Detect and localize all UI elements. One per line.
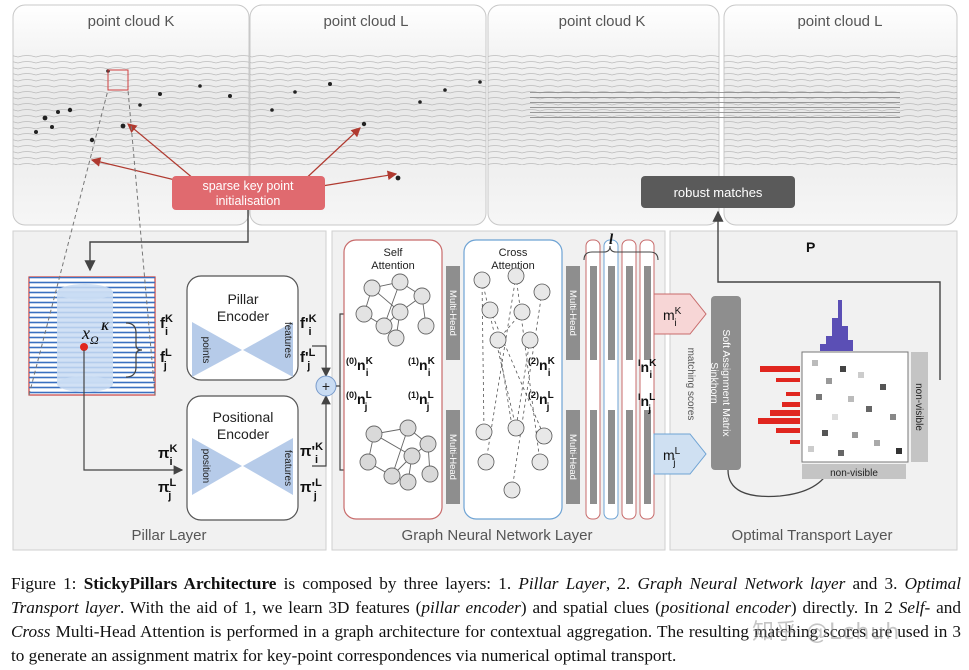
non-visible-right-label: non-visible [913,383,924,431]
multi-head-label-4: Multi-Head [567,434,578,480]
architecture-figure: point cloud K point cloud L point cloud … [12,4,958,551]
watermark: 知乎 @Lchuh [752,620,901,645]
left-histogram [758,366,800,444]
features-label-2: features [282,450,293,486]
self-graph-k [355,273,435,347]
p-matrix-label: P [806,239,815,255]
caption-italic-6: Self- [898,598,931,617]
gnn-layer-title: Graph Neural Network Layer [402,527,593,544]
pillar-layer-title: Pillar Layer [131,527,206,544]
caption-italic-4: pillar encoder [421,598,521,617]
sinkhorn-block [711,296,741,470]
caption-prefix: Figure 1: [11,574,84,593]
m-l-arrow-box [653,433,707,475]
plus-sign: + [322,378,330,394]
caption-italic-7: Cross [11,622,51,641]
multi-head-label-2: Multi-Head [447,434,458,480]
self-graph-l [359,419,439,491]
x-omega-label: xΩK [81,319,110,347]
features-label-1: features [282,322,293,358]
point-cloud-k-label-2: point cloud K [559,13,646,30]
caption-text-4: . With the aid of 1, we learn 3D feature… [120,598,422,617]
multi-head-bar-self-bottom [446,410,460,504]
non-visible-bottom-bar [802,464,906,479]
points-label: points [200,337,211,364]
matching-scores-label: matching scores [685,348,696,421]
caption-text-8: Multi-Head Attention is performed in a g… [11,622,961,665]
ot-layer-title: Optimal Transport Layer [732,527,893,544]
caption-text-1: is composed by three layers: 1. [276,574,519,593]
non-visible-bottom-label: non-visible [830,468,878,479]
multi-head-label-3: Multi-Head [567,290,578,336]
multi-head-label-1: Multi-Head [447,290,458,336]
caption-text-6: ) directly. In 2 [790,598,899,617]
point-cloud-k-label-1: point cloud K [88,13,175,30]
caption-text-3: and 3. [845,574,905,593]
sparse-key-point-label-2: initialisation [216,194,281,208]
caption-text-5: ) and spatial clues ( [520,598,661,617]
cross-graph [473,267,553,499]
sparse-key-point-box [172,176,325,210]
sinkhorn-label: Soft Assignment MatrixSinkhorn [708,329,732,437]
caption-italic-1: Pillar Layer [518,574,606,593]
figure-caption: Figure 1: StickyPillars Architecture is … [11,572,961,668]
caption-italic-5: positional encoder [660,598,791,617]
multi-head-bar-cross-bottom [566,410,580,504]
sparse-key-point-label: sparse key point [202,179,294,193]
caption-italic-2: Graph Neural Network layer [637,574,846,593]
l-index-label: l [609,232,614,248]
caption-title: StickyPillars Architecture [83,574,277,593]
pillar-zoom [28,276,156,396]
caption-italic-3: Optimal Transport layer [11,574,961,617]
robust-matches-box [641,176,795,208]
caption-text-2: , 2. [605,574,638,593]
top-histogram [820,300,853,351]
matrix-cells [808,360,902,456]
point-cloud-panels [12,4,958,226]
caption-text-7: and [930,598,961,617]
robust-matches-label: robust matches [674,185,763,200]
multi-head-bar-cross-top [566,266,580,360]
positional-encoder-box [186,395,299,521]
m-k-arrow-box [653,293,707,335]
non-visible-right-bar [911,352,928,462]
point-cloud-l-label-1: point cloud L [323,13,408,30]
multi-head-bar-self-top [446,266,460,360]
position-label: position [200,449,211,483]
point-cloud-l-label-2: point cloud L [797,13,882,30]
assignment-matrix [801,351,909,463]
